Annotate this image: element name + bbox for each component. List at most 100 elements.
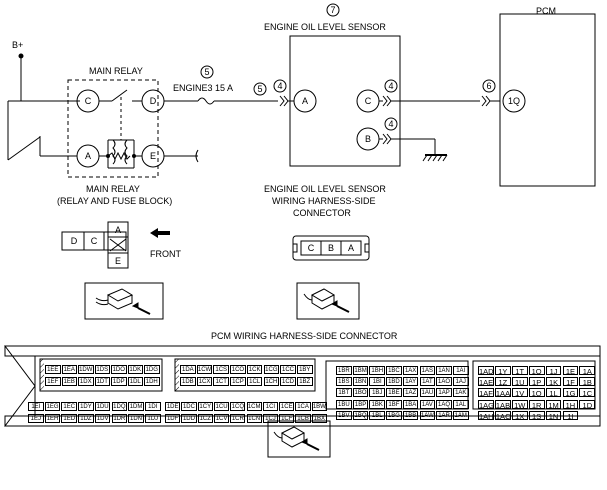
pcm-pin: 1AR xyxy=(436,410,452,420)
sensor-conn-pin-b: B xyxy=(327,243,334,253)
pcm-pin: 1DA xyxy=(180,365,196,374)
pcm-pin: 1CC xyxy=(280,365,296,374)
sensor-terminal-b-label: B xyxy=(364,134,371,144)
pcm-pin: 1U xyxy=(511,377,528,387)
pcm-pin: 1EE xyxy=(45,365,61,374)
relay-fuse-block-label: (RELAY AND FUSE BLOCK) xyxy=(57,196,173,206)
pcm-pin: 1AW xyxy=(419,410,436,420)
pcm-pin: 1BW xyxy=(311,402,327,411)
pcm-pin: 1CB xyxy=(295,414,311,423)
pcm-terminal-1q-label: 1Q xyxy=(507,96,520,106)
pcm-pin: 1DV xyxy=(94,414,111,423)
pcm-pin: 1AD xyxy=(478,366,494,375)
pcm-pin: 1EH xyxy=(44,414,61,423)
pcm-pin: 1G xyxy=(562,388,579,398)
pcm-pin: 1BD xyxy=(386,377,402,387)
pcm-pin: 1DH xyxy=(144,377,160,386)
pcm-pin: 1CH xyxy=(263,377,280,386)
pcm-pin: 1BZ xyxy=(296,377,313,386)
pcm-pin: 1DK xyxy=(127,365,143,374)
pcm-pin: 1DW xyxy=(78,365,94,374)
pcm-pin: 1CE xyxy=(279,402,295,411)
pcm-pin: 1B xyxy=(579,377,596,387)
pcm-pin: 1BT xyxy=(336,388,352,398)
pcm-pin: 1DS xyxy=(94,365,110,374)
pcm-pin: 1D xyxy=(579,399,596,409)
pcm-pin: 1BX xyxy=(311,414,327,423)
b-plus-label: B+ xyxy=(12,40,24,50)
pcm-pin: 1J xyxy=(545,366,562,375)
pcm-pin: 1DI xyxy=(144,402,161,411)
pcm-connector-title: PCM WIRING HARNESS-SIDE CONNECTOR xyxy=(211,331,398,341)
relay-terminal-c-label: C xyxy=(84,96,92,106)
pcm-pin: 1CZ xyxy=(197,414,213,423)
pcm-pin: 1BP xyxy=(352,399,369,409)
pcm-pin: 1CV xyxy=(213,414,230,423)
pcm-pin: 1AC xyxy=(494,410,511,420)
pcm-pin: 1ED xyxy=(61,414,78,423)
pcm-pin: 1AG xyxy=(478,399,494,409)
sensor-terminal-c-label: C xyxy=(364,96,372,106)
pcm-pin: 1Z xyxy=(494,377,511,387)
pcm-pin: 1AZ xyxy=(402,388,419,398)
pcm-pin: 1AL xyxy=(452,399,469,409)
pcm-pin: 1DZ xyxy=(78,414,94,423)
pcm-pin: 1DN xyxy=(128,414,144,423)
pcm-pin: 1W xyxy=(511,399,528,409)
pcm-pin: 1CT xyxy=(213,377,230,386)
pcm-pin: 1AY xyxy=(402,377,419,387)
pcm-label: PCM xyxy=(536,6,556,16)
pcm-pin: 1DO xyxy=(111,365,127,374)
pcm-pin: 1DY xyxy=(78,402,94,411)
pcm-pin: 1CK xyxy=(246,365,263,374)
pcm-pin: 1DU xyxy=(94,402,111,411)
pcm-pin: 1AB xyxy=(494,399,511,409)
pcm-pin: 1CL xyxy=(246,377,263,386)
pcm-pin: 1CP xyxy=(230,377,246,386)
pcm-pin: 1DL xyxy=(127,377,143,386)
pcm-pin: 1P xyxy=(528,377,545,387)
relay-conn-pin-c: C xyxy=(90,236,98,246)
pcm-pin: 1H xyxy=(562,399,579,409)
pcm-pin: 1BJ xyxy=(369,388,386,398)
relay-connector-icon xyxy=(84,282,164,320)
front-label: FRONT xyxy=(150,249,181,259)
pcm-pin: 1BF xyxy=(386,399,402,409)
pcm-pin: 1BL xyxy=(369,410,386,420)
relay-conn-pin-e: E xyxy=(114,256,121,266)
pcm-pin: 1T xyxy=(511,366,528,375)
pcm-pin: 1AP xyxy=(436,388,452,398)
pcm-pin: 1CO xyxy=(230,365,246,374)
pcm-pin: 1DE xyxy=(165,402,181,411)
pcm-pin: 1AQ xyxy=(436,399,452,409)
pcm-pin: 1DX xyxy=(78,377,94,386)
pcm-pin: 1AX xyxy=(402,366,419,375)
pcm-pin: 1BN xyxy=(352,377,369,387)
pcm-pin: 1BO xyxy=(352,388,369,398)
pcm-pin: 1DG xyxy=(144,365,160,374)
pcm-pin: 1BU xyxy=(336,399,352,409)
pcm-pin: 1CU xyxy=(213,402,230,411)
pcm-pin: 1AE xyxy=(478,377,494,387)
pcm-pin: 1AS xyxy=(419,366,436,375)
pcm-pin: 1BQ xyxy=(352,410,369,420)
pcm-pin: 1AF xyxy=(478,388,494,398)
sensor-conn-pin-c: C xyxy=(307,243,315,253)
relay-conn-pin-a: A xyxy=(114,225,121,235)
pcm-pin: 1S xyxy=(528,410,545,420)
sensor-connector-label-1: ENGINE OIL LEVEL SENSOR xyxy=(264,184,386,194)
pcm-pin: 1EA xyxy=(61,365,77,374)
relay-conn-pin-d: D xyxy=(70,236,78,246)
pcm-pin: 1CG xyxy=(263,365,280,374)
pcm-connector-icon xyxy=(267,420,331,458)
pcm-pin: 1CI xyxy=(262,402,279,411)
pcm-pin: 1CD xyxy=(280,377,296,386)
pcm-pin: 1EI xyxy=(28,402,44,411)
callout-5: 5 xyxy=(204,67,210,77)
main-relay-outline xyxy=(67,79,159,178)
pcm-pin: 1AT xyxy=(419,377,436,387)
pcm-pin: 1BA xyxy=(402,399,419,409)
pcm-pin: 1AN xyxy=(436,366,452,375)
pcm-pin: 1R xyxy=(528,399,545,409)
